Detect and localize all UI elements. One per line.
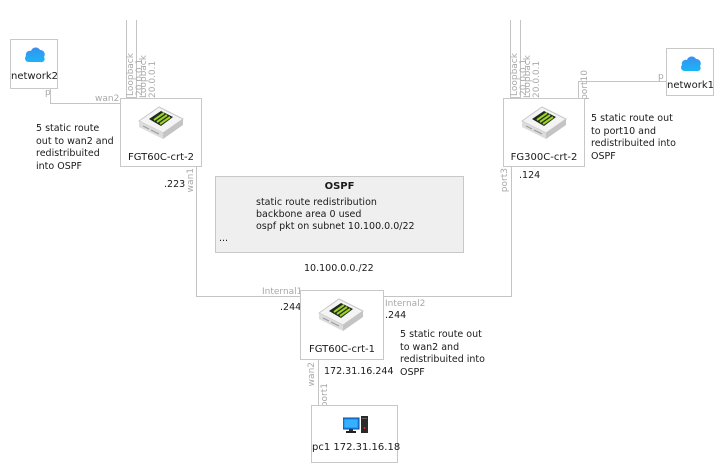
ospf-line: backbone area 0 used: [256, 209, 362, 220]
note-line: to port10 and: [591, 125, 657, 137]
link-fg300c-crt-2-internal2: [383, 296, 512, 297]
cloud-icon: [25, 47, 45, 63]
link-fgt60c-crt-2-internal1: [196, 296, 300, 297]
ospf-line: ospf pkt on subnet 10.100.0.0/22: [256, 221, 415, 232]
link-fgt60c-crt-1-pc1: [318, 359, 319, 406]
link-network2-fgt60c-crt-2-h: [50, 103, 120, 104]
firewall-icon: [521, 106, 567, 139]
port-label-p: p: [658, 72, 664, 82]
node-fgt60c-crt-2[interactable]: FGT60C-crt-2: [120, 98, 202, 167]
ip-label: 172.31.16.244: [324, 366, 394, 377]
port-label-loopback: Loopback 20.0.0.1: [126, 20, 145, 98]
port-label-port1: port1: [320, 383, 330, 408]
ospf-title: OSPF: [324, 181, 355, 192]
note-line: to wan2 and: [400, 341, 460, 353]
firewall-icon: [138, 106, 184, 139]
node-fgt60c-crt-1[interactable]: FGT60C-crt-1: [300, 290, 384, 360]
port-label-wan2: wan2: [95, 94, 120, 104]
ospf-ellipsis: ...: [219, 233, 229, 244]
node-label: FGT60C-crt-1: [308, 344, 376, 355]
port-label-wan1: wan1: [186, 168, 196, 193]
port-label-loopback: Loopback 20.0.0.1: [139, 55, 158, 98]
note-line: 5 static route: [36, 123, 100, 134]
note-line: 5 static route out: [400, 329, 482, 340]
note-line: out to wan2 and: [36, 135, 114, 147]
note-line: OSPF: [591, 150, 616, 162]
node-label: network2: [11, 71, 58, 82]
ospf-info-box: OSPF static route redistribution backbon…: [215, 176, 464, 253]
link-network2-fgt60c-crt-2: [50, 88, 51, 104]
link-fg300c-crt-2-port3: [511, 166, 512, 297]
link-fg300c-crt-2-port10: [578, 81, 579, 98]
node-label: network1: [667, 80, 714, 91]
link-fgt60c-crt-2-wan1: [196, 166, 197, 297]
port-label-loopback: Loopback 20.0.0.1: [510, 20, 529, 98]
ip-label: .124: [519, 170, 541, 181]
node-network2[interactable]: network2: [10, 39, 58, 89]
port-label-wan2: wan2: [307, 362, 317, 387]
port-label-p: p: [45, 88, 51, 98]
note-line: redistribuited into: [400, 354, 485, 365]
note-line: into OSPF: [36, 160, 82, 172]
node-label: pc1 172.31.16.18: [312, 442, 401, 453]
node-pc1[interactable]: pc1 172.31.16.18: [311, 405, 401, 463]
note-line: redistribuited into: [591, 138, 676, 149]
note-line: 5 static route out: [591, 113, 673, 124]
subnet-label: 10.100.0.0./22: [304, 263, 374, 274]
note-line: redistribuited: [36, 148, 100, 159]
node-label: FG300C-crt-2: [510, 152, 578, 163]
ip-label: .244: [385, 310, 407, 321]
ip-label: .223: [164, 179, 186, 190]
node-network1[interactable]: network1: [666, 48, 714, 96]
firewall-icon: [318, 298, 364, 331]
annotation-note: 5 static route out to wan2 and redistrib…: [400, 329, 485, 379]
annotation-note: 5 static route out to wan2 and redistrib…: [36, 123, 114, 173]
pc-icon: [343, 416, 368, 433]
node-label: FGT60C-crt-2: [127, 152, 195, 163]
port-label-loopback: Loopback 20.0.0.1: [523, 55, 542, 98]
link-fg300c-crt-2-network1-h: [578, 81, 666, 82]
port-label-port10: port10: [580, 70, 590, 100]
ip-label: .244: [280, 302, 302, 313]
port-label-port3: port3: [500, 168, 510, 193]
port-label-internal1: Internal1: [262, 287, 303, 297]
note-line: OSPF: [400, 366, 425, 378]
ospf-line: static route redistribution: [256, 197, 377, 208]
cloud-icon: [681, 56, 701, 72]
port-label-internal2: Internal2: [385, 299, 426, 309]
node-fg300c-crt-2[interactable]: FG300C-crt-2: [503, 98, 585, 167]
annotation-note: 5 static route out to port10 and redistr…: [591, 113, 676, 163]
